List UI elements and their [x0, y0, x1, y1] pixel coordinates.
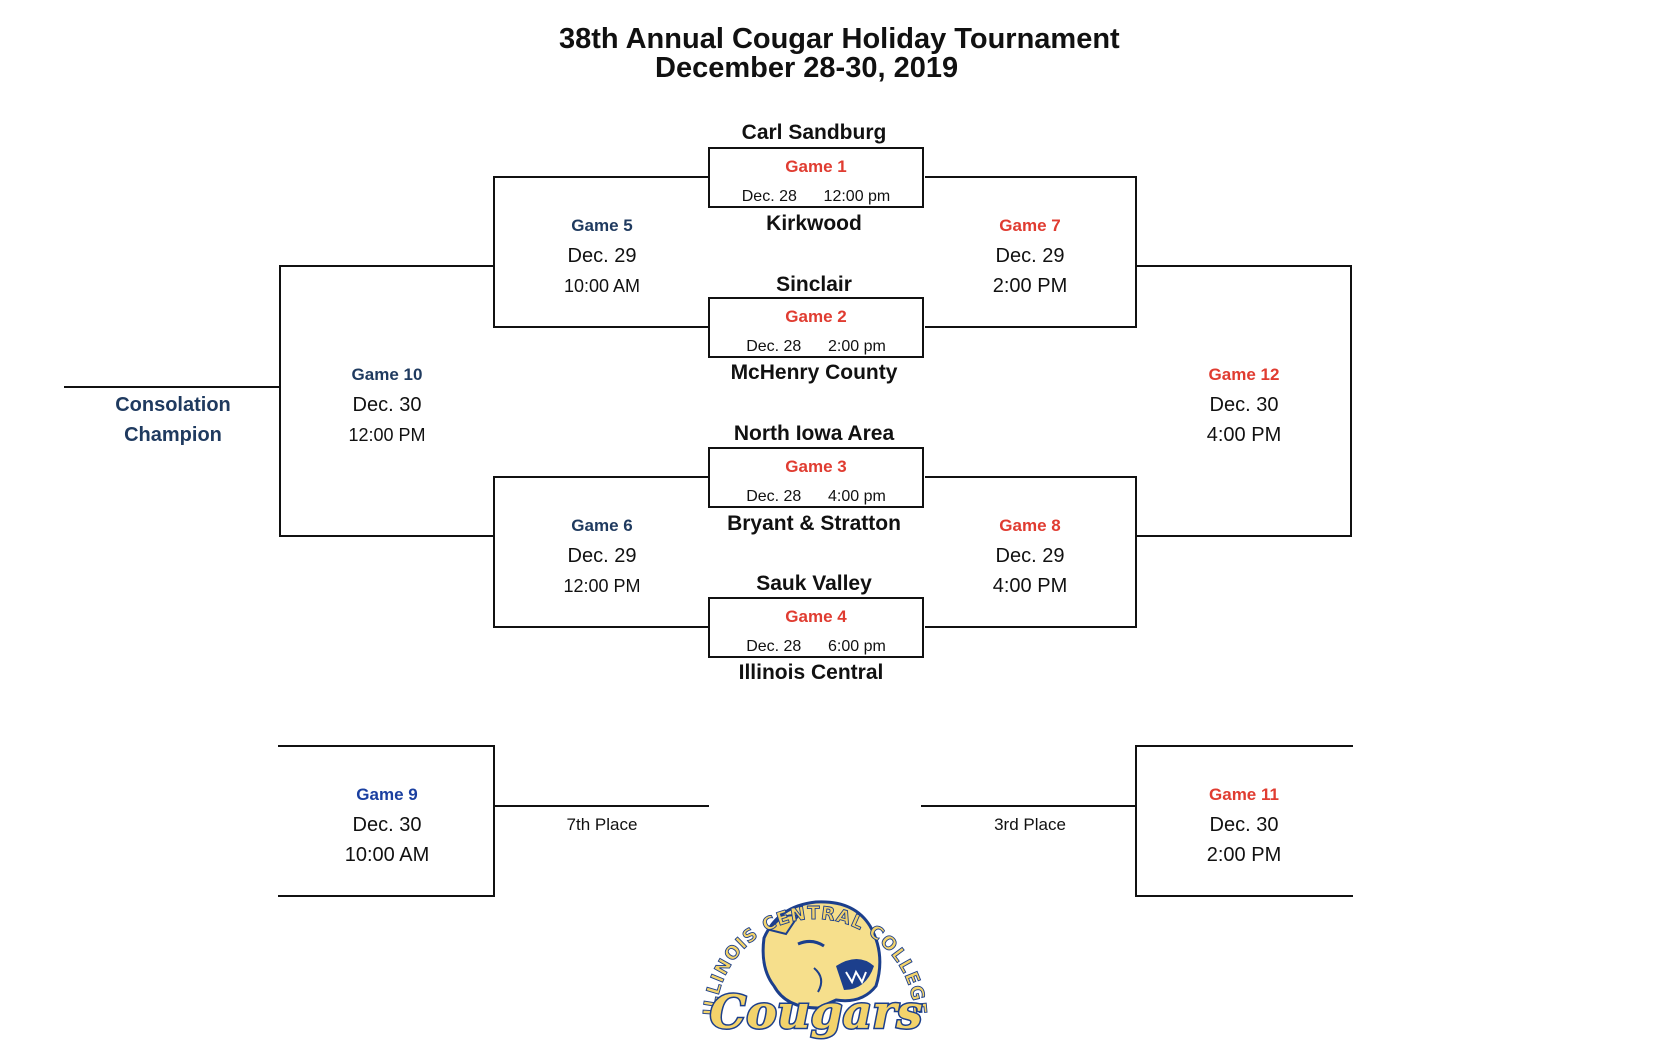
game7-label: Game 7	[999, 216, 1061, 235]
game10-info: Game 10 Dec. 30 12:00 PM	[287, 360, 487, 450]
game12-label: Game 12	[1208, 365, 1280, 384]
consolation-line1: Consolation	[115, 394, 231, 416]
game8-date: Dec. 29	[995, 545, 1065, 567]
team-sinclair: Sinclair	[776, 273, 852, 296]
game12-bracket-line	[1136, 265, 1352, 537]
game6-info: Game 6 Dec. 29 12:00 PM	[502, 511, 702, 601]
game6-date: Dec. 29	[567, 545, 637, 567]
game9-date: Dec. 30	[352, 814, 422, 836]
game7-bracket-line	[925, 176, 1137, 328]
game8-info: Game 8 Dec. 29 4:00 PM	[930, 511, 1130, 601]
cougar-head-icon	[761, 900, 882, 1010]
game3-date: Dec. 28	[746, 488, 802, 505]
game10-label: Game 10	[351, 365, 423, 384]
game7-date: Dec. 29	[995, 245, 1065, 267]
game2-label: Game 2	[785, 307, 847, 326]
game7-info: Game 7 Dec. 29 2:00 PM	[930, 211, 1130, 301]
team-bryant-stratton: Bryant & Stratton	[727, 512, 901, 535]
game11-label: Game 11	[1209, 785, 1279, 804]
team-carl-sandburg: Carl Sandburg	[741, 121, 887, 144]
game9-info: Game 9 Dec. 30 10:00 AM	[287, 780, 487, 870]
game4-date: Dec. 28	[746, 638, 802, 655]
logo-script-text: Cougars	[710, 985, 923, 1039]
illinois-central-college-cougars-logo: ILLINOIS CENTRAL COLLEGE Cougars	[700, 900, 930, 1040]
team-north-iowa-area: North Iowa Area	[733, 422, 895, 445]
game8-bracket-line	[925, 476, 1137, 628]
game11-bracket-line	[1135, 745, 1353, 897]
team-sauk-valley: Sauk Valley	[756, 572, 872, 595]
game9-bracket-line	[278, 745, 495, 897]
game10-bracket-line	[279, 265, 494, 537]
game1-date: Dec. 28	[741, 188, 797, 205]
game5-time: 10:00 AM	[563, 276, 641, 296]
consolation-champion: Consolation Champion	[73, 390, 273, 450]
game11-info: Game 11 Dec. 30 2:00 PM	[1144, 780, 1344, 870]
game8-label: Game 8	[999, 516, 1061, 535]
game9-time: 10:00 AM	[344, 844, 430, 866]
game5-info: Game 5 Dec. 29 10:00 AM	[502, 211, 702, 301]
game5-label: Game 5	[571, 216, 633, 235]
game2-date: Dec. 28	[746, 338, 802, 355]
game6-bracket-line	[493, 476, 709, 628]
game1-box: Game 1 Dec. 28 12:00 pm	[708, 147, 924, 208]
game3-box: Game 3 Dec. 28 4:00 pm	[708, 447, 924, 508]
game3-label: Game 3	[785, 457, 847, 476]
game12-date: Dec. 30	[1209, 394, 1279, 416]
game4-box: Game 4 Dec. 28 6:00 pm	[708, 597, 924, 658]
game4-label: Game 4	[785, 607, 847, 626]
game5-date: Dec. 29	[567, 245, 637, 267]
seventh-place-label: 7th Place	[566, 815, 638, 834]
game10-date: Dec. 30	[352, 394, 422, 416]
tournament-dates: December 28-30, 2019	[655, 52, 959, 84]
game10-time: 12:00 PM	[348, 425, 426, 445]
game6-label: Game 6	[571, 516, 633, 535]
team-kirkwood: Kirkwood	[766, 212, 862, 235]
game11-time: 2:00 PM	[1206, 844, 1282, 866]
game5-bracket-line	[493, 176, 709, 328]
game12-info: Game 12 Dec. 30 4:00 PM	[1144, 360, 1344, 450]
team-illinois-central: Illinois Central	[738, 661, 884, 684]
game1-time: 12:00 pm	[823, 188, 891, 205]
third-place-label: 3rd Place	[994, 815, 1066, 834]
game3-time: 4:00 pm	[828, 488, 886, 505]
game2-time: 2:00 pm	[828, 338, 886, 355]
game1-label: Game 1	[785, 157, 847, 176]
game4-time: 6:00 pm	[828, 638, 886, 655]
game7-time: 2:00 PM	[992, 275, 1068, 297]
game6-time: 12:00 PM	[563, 576, 641, 596]
game9-label: Game 9	[356, 785, 418, 804]
team-mchenry-county: McHenry County	[730, 361, 898, 384]
tournament-title: 38th Annual Cougar Holiday Tournament	[559, 23, 1120, 55]
game2-box: Game 2 Dec. 28 2:00 pm	[708, 297, 924, 358]
game8-time: 4:00 PM	[992, 575, 1068, 597]
consolation-line2: Champion	[124, 424, 222, 446]
game11-date: Dec. 30	[1209, 814, 1279, 836]
game12-time: 4:00 PM	[1206, 424, 1282, 446]
